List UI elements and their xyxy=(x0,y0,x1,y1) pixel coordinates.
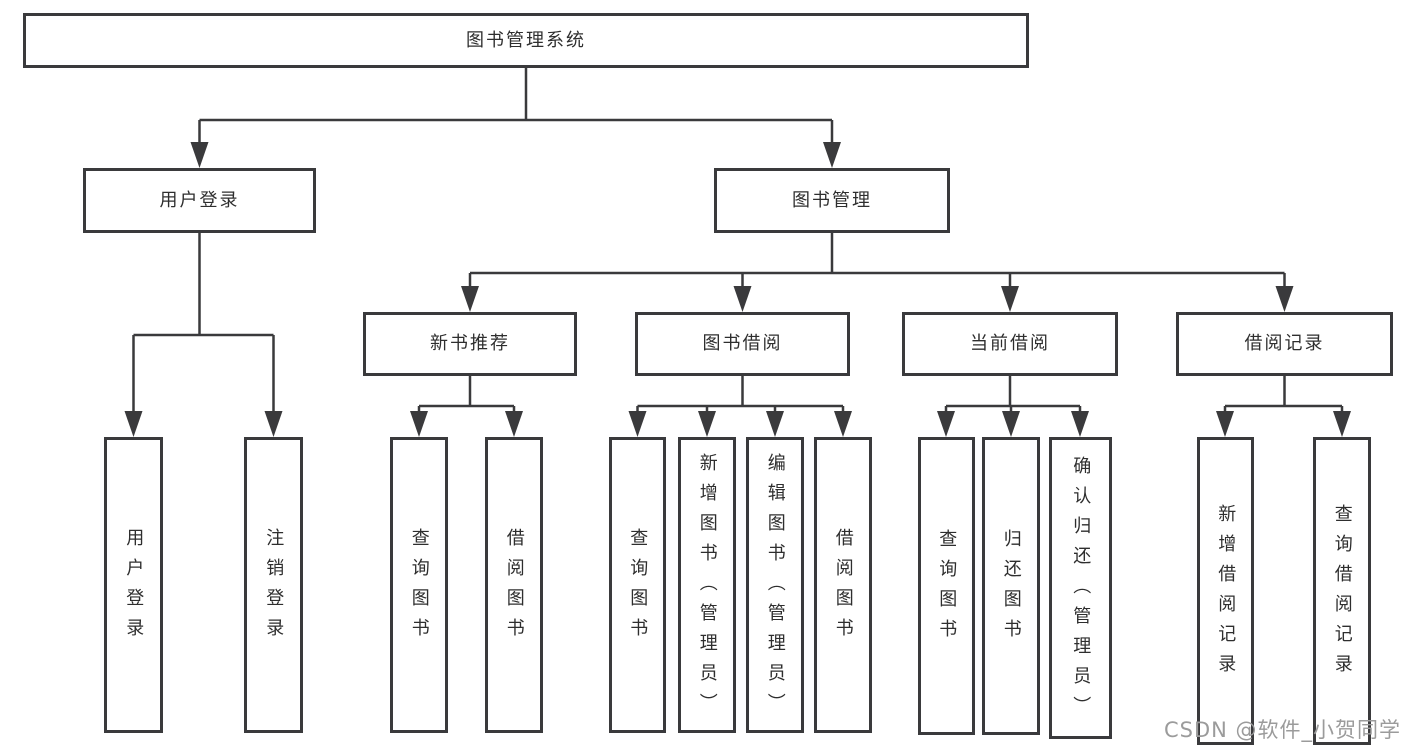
connector-bookmgmt-to-level3 xyxy=(461,233,1294,312)
node-leaf-borrow-book-recommend: 借阅图书 xyxy=(485,437,543,733)
arrowhead-icon xyxy=(1002,411,1020,437)
arrowhead-icon xyxy=(823,142,841,168)
node-library-management-system: 图书管理系统 xyxy=(23,13,1029,68)
connector-newbook-to-leaves xyxy=(410,376,523,437)
connector-root-to-level2 xyxy=(190,68,841,168)
node-new-book-recommend: 新书推荐 xyxy=(363,312,577,376)
arrowhead-icon xyxy=(1333,411,1351,437)
node-leaf-add-borrow-record: 新增借阅记录 xyxy=(1197,437,1254,745)
node-leaf-edit-book-admin: 编辑图书（管理员） xyxy=(746,437,804,733)
node-leaf-query-book-current: 查询图书 xyxy=(918,437,975,735)
arrowhead-icon xyxy=(505,411,523,437)
node-leaf-logout: 注销登录 xyxy=(244,437,303,733)
node-leaf-confirm-return-admin: 确认归还（管理员） xyxy=(1049,437,1112,739)
node-borrowing-records: 借阅记录 xyxy=(1176,312,1393,376)
arrowhead-icon xyxy=(264,411,283,437)
arrowhead-icon xyxy=(1071,411,1089,437)
node-leaf-borrow-book-borrowing: 借阅图书 xyxy=(814,437,872,733)
connector-userlogin-to-leaves xyxy=(124,233,283,437)
arrowhead-icon xyxy=(937,411,955,437)
connector-records-to-leaves xyxy=(1216,376,1351,437)
arrowhead-icon xyxy=(124,411,143,437)
node-book-management: 图书管理 xyxy=(714,168,950,233)
arrowhead-icon xyxy=(1275,286,1294,312)
arrowhead-icon xyxy=(461,286,479,312)
connector-current-to-leaves xyxy=(937,376,1089,437)
arrowhead-icon xyxy=(410,411,428,437)
csdn-watermark: CSDN @软件_小贺同学 xyxy=(1164,718,1402,742)
arrowhead-icon xyxy=(190,142,209,168)
node-current-borrowing: 当前借阅 xyxy=(902,312,1118,376)
arrowhead-icon xyxy=(733,286,752,312)
connector-borrowing-to-leaves xyxy=(628,376,852,437)
arrowhead-icon xyxy=(628,411,647,437)
arrowhead-icon xyxy=(766,411,784,437)
node-leaf-query-book-borrowing: 查询图书 xyxy=(609,437,666,733)
node-leaf-query-book-recommend: 查询图书 xyxy=(390,437,448,733)
arrowhead-icon xyxy=(1216,411,1234,437)
node-leaf-return-book: 归还图书 xyxy=(982,437,1040,735)
arrowhead-icon xyxy=(1001,286,1019,312)
node-leaf-user-login: 用户登录 xyxy=(104,437,163,733)
node-user-login-group: 用户登录 xyxy=(83,168,316,233)
node-book-borrowing: 图书借阅 xyxy=(635,312,850,376)
node-leaf-query-borrow-record: 查询借阅记录 xyxy=(1313,437,1371,745)
arrowhead-icon xyxy=(698,411,716,437)
arrowhead-icon xyxy=(834,411,852,437)
node-leaf-add-book-admin: 新增图书（管理员） xyxy=(678,437,736,733)
